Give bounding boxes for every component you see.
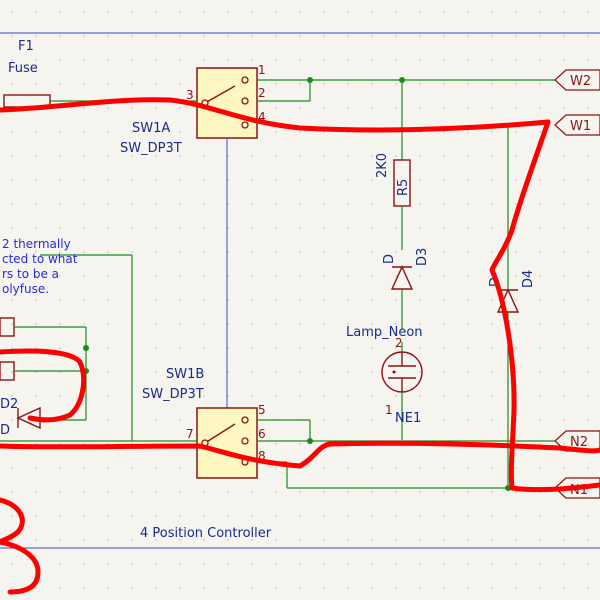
r5-value: 2K0 <box>375 153 390 178</box>
diode-d3[interactable]: D D3 <box>382 248 430 330</box>
sw1b-ref: SW1B <box>166 367 204 382</box>
sw1b-pin-8: 8 <box>258 449 266 463</box>
annotation-stroke-top <box>0 97 551 133</box>
annotation-stroke-right <box>489 119 600 493</box>
ne1-pin1: 1 <box>385 403 393 417</box>
d4-ref: D4 <box>521 270 536 288</box>
sw1a-pin-4: 4 <box>258 110 266 124</box>
annotation-stroke-left-loop <box>0 348 87 423</box>
net-label-w1[interactable]: W1 <box>554 114 600 136</box>
net-label-w2[interactable]: W2 <box>554 69 600 91</box>
sw1b-value: SW_DP3T <box>142 387 204 402</box>
d3-pin-label: D <box>382 254 397 264</box>
sw1b-pin-7: 7 <box>186 427 194 441</box>
d3-ref: D3 <box>415 248 430 266</box>
note-line-4: olyfuse. <box>2 282 49 296</box>
sw1a-pin-1: 1 <box>258 63 266 77</box>
switch-sw1b[interactable]: 5 6 7 8 SW1B SW_DP3T <box>142 367 266 479</box>
red-annotations <box>0 97 600 595</box>
note-text: 2 thermally cted to what rs to be a olyf… <box>2 237 78 296</box>
fuse-f1[interactable]: F1 Fuse <box>3 39 60 108</box>
sw1b-pin-5: 5 <box>258 403 266 417</box>
ne1-value: Lamp_Neon <box>346 325 423 340</box>
svg-text:W2: W2 <box>570 74 591 89</box>
switch-sw1a[interactable]: 1 2 3 4 SW1A SW_DP3T <box>120 63 266 156</box>
sw1a-pin-3: 3 <box>186 88 194 102</box>
sw1a-ref: SW1A <box>132 121 170 136</box>
note-line-3: rs to be a <box>2 267 59 281</box>
annotation-stroke-bottom-left <box>0 497 41 595</box>
sw1a-value: SW_DP3T <box>120 141 182 156</box>
sw1a-wires <box>60 77 555 102</box>
lamp-ne1[interactable]: Lamp_Neon 2 1 NE1 <box>346 325 423 440</box>
r5-ref: R5 <box>396 179 411 196</box>
left-partial-components: D2 D <box>0 317 89 438</box>
svg-text:W1: W1 <box>570 119 591 134</box>
note-line-1: 2 thermally <box>2 237 71 251</box>
ne1-pin2: 2 <box>395 336 403 350</box>
d2-ref: D2 <box>0 397 18 412</box>
annotation-stroke-bottom <box>0 440 600 469</box>
svg-text:N2: N2 <box>570 435 588 450</box>
note-line-2: cted to what <box>2 252 78 266</box>
resistor-r5[interactable]: 2K0 R5 <box>375 80 411 250</box>
sw1a-pin-2: 2 <box>258 86 266 100</box>
fuse-value: Fuse <box>8 61 38 76</box>
sheet-title: 4 Position Controller <box>140 526 272 541</box>
ne1-ref: NE1 <box>395 411 421 426</box>
fuse-ref: F1 <box>18 39 34 54</box>
sw1b-pin-6: 6 <box>258 427 266 441</box>
d2-pin-label: D <box>0 423 10 438</box>
grid <box>11 11 589 589</box>
